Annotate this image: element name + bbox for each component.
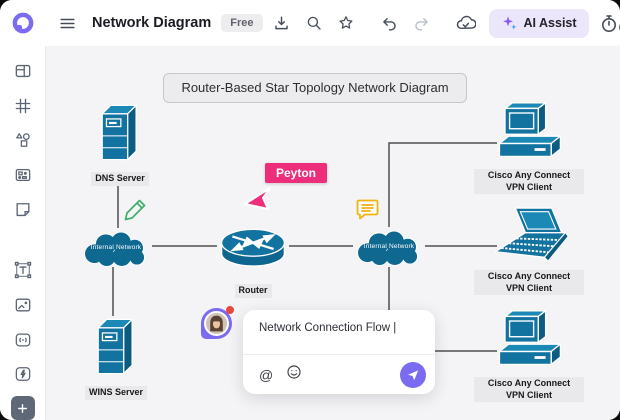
node-label: Cisco Any Connect VPN Client (474, 169, 584, 195)
main-menu-button[interactable] (54, 10, 80, 36)
plus-icon (18, 403, 27, 413)
image-icon (15, 298, 30, 312)
router-node[interactable]: Router (217, 223, 289, 298)
shapes-icon (15, 133, 30, 148)
wins-server-node[interactable]: WINS Server (71, 316, 161, 400)
avatar-face (206, 313, 227, 334)
redo-icon (415, 17, 428, 31)
edit-marker[interactable] (123, 196, 149, 227)
cloud-check-icon (456, 15, 477, 29)
star-icon (339, 16, 353, 29)
comment-author-avatar[interactable] (201, 306, 234, 339)
collaborator-cursor-icon (244, 187, 271, 210)
components-tool[interactable] (10, 162, 36, 188)
integrations-tool[interactable] (10, 362, 36, 388)
node-label: DNS Server (91, 172, 149, 186)
stopwatch-hand-icon (601, 15, 620, 32)
grid-icon (15, 98, 30, 113)
text-tool[interactable] (10, 258, 36, 284)
shapes-tool[interactable] (10, 127, 36, 153)
server-icon (97, 318, 133, 375)
code-icon (15, 333, 30, 347)
ai-assist-label: AI Assist (523, 16, 577, 30)
collaborator-name-tag: Peyton (265, 163, 328, 183)
undo-button[interactable] (377, 10, 403, 36)
send-plane-icon (408, 369, 419, 380)
image-tool[interactable] (10, 292, 36, 318)
vpn-client-bottom-node[interactable]: Cisco Any Connect VPN Client (469, 309, 589, 403)
notification-dot (226, 306, 234, 314)
shape-sidebar (0, 46, 46, 420)
vpn-client-top-node[interactable]: Cisco Any Connect VPN Client (469, 101, 589, 195)
sync-status-button[interactable] (453, 10, 479, 36)
export-button[interactable] (269, 10, 295, 36)
sparkles-icon (502, 15, 516, 30)
redo-button[interactable] (409, 10, 435, 36)
comment-bubble-icon (356, 199, 379, 220)
frames-tool[interactable] (10, 58, 36, 84)
document-title[interactable]: Network Diagram (92, 15, 212, 31)
router-icon (220, 228, 286, 268)
pencil-icon (124, 199, 146, 221)
sticky-note-tool[interactable] (10, 197, 36, 223)
add-more-tools-button[interactable] (10, 396, 35, 420)
diagram-title-shape[interactable]: Router-Based Star Topology Network Diagr… (163, 73, 467, 103)
desktop-computer-icon (498, 102, 562, 158)
comment-toolbar: @ (243, 354, 435, 394)
emoji-button[interactable] (286, 364, 302, 385)
node-label: Cisco Any Connect VPN Client (474, 270, 584, 296)
comment-composer: Network Connection Flow | @ (243, 310, 435, 394)
embed-code-tool[interactable] (10, 327, 36, 353)
lightning-icon (15, 367, 30, 382)
node-label: Cisco Any Connect VPN Client (474, 377, 584, 403)
sticky-note-icon (16, 202, 30, 216)
text-icon (14, 262, 31, 279)
toolbar: Network Diagram Free (0, 0, 620, 46)
comment-marker[interactable] (354, 196, 381, 228)
mention-button[interactable]: @ (259, 366, 274, 383)
grid-tool[interactable] (10, 93, 36, 119)
smiley-icon (287, 365, 301, 379)
search-icon (307, 16, 321, 30)
favorite-button[interactable] (333, 10, 359, 36)
node-label: Router (234, 284, 272, 298)
hamburger-icon (59, 18, 75, 28)
component-card-icon (15, 168, 30, 181)
node-label: WINS Server (84, 386, 148, 400)
diagram-canvas[interactable]: Router-Based Star Topology Network Diagr… (45, 46, 620, 420)
comment-input[interactable]: Network Connection Flow | (259, 322, 397, 334)
download-icon (275, 15, 288, 29)
internal-network-left-node[interactable]: Internal Network (80, 227, 152, 269)
feedback-button[interactable] (599, 10, 620, 36)
app-logo[interactable] (10, 10, 36, 36)
ai-assist-button[interactable]: AI Assist (488, 8, 589, 38)
server-icon (101, 104, 137, 161)
internal-network-right-node[interactable]: Internal Network (353, 226, 425, 268)
cloud-label: Internal Network (90, 244, 142, 251)
send-comment-button[interactable] (400, 361, 426, 388)
search-button[interactable] (301, 10, 327, 36)
undo-icon (383, 17, 396, 31)
laptop-icon (494, 207, 570, 262)
frame-layout-icon (15, 64, 30, 77)
logo-icon (12, 12, 34, 34)
plan-badge: Free (221, 14, 263, 32)
cloud-label: Internal Network (363, 243, 415, 250)
vpn-client-middle-node[interactable]: Cisco Any Connect VPN Client (469, 206, 589, 296)
dns-server-node[interactable]: DNS Server (75, 102, 165, 186)
desktop-computer-icon (498, 310, 562, 366)
avatar (204, 311, 229, 336)
connector (388, 142, 497, 227)
